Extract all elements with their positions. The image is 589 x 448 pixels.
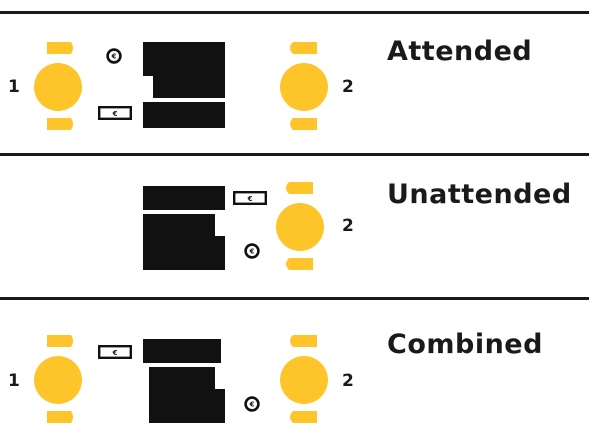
euro-banknote-icon: € (98, 345, 132, 359)
person-label-2: 2 (342, 216, 354, 236)
section-title-combined: Combined (387, 329, 543, 360)
coin-symbol: € (111, 53, 117, 61)
person-label-1: 1 (8, 77, 20, 97)
checkout-desk (143, 186, 225, 270)
divider-bottom (0, 297, 589, 300)
note-symbol: € (112, 349, 118, 357)
person-label-1: 1 (8, 371, 20, 391)
note-symbol: € (247, 195, 253, 203)
divider-middle (0, 153, 589, 156)
divider-top (0, 11, 589, 14)
euro-coin-icon: € (106, 48, 122, 64)
person-1-icon (34, 335, 82, 423)
euro-coin-icon: € (244, 396, 260, 412)
euro-coin-icon: € (244, 243, 260, 259)
person-label-2: 2 (342, 77, 354, 97)
person-1-icon (34, 42, 82, 130)
person-2-icon (280, 42, 328, 130)
coin-symbol: € (249, 248, 255, 256)
section-title-attended: Attended (387, 36, 533, 67)
section-title-unattended: Unattended (387, 179, 572, 210)
note-symbol: € (112, 110, 118, 118)
coin-symbol: € (249, 401, 255, 409)
checkout-desk (143, 42, 225, 128)
person-2-icon (280, 335, 328, 423)
person-2-icon (276, 182, 324, 270)
euro-banknote-icon: € (98, 106, 132, 120)
euro-banknote-icon: € (233, 191, 267, 205)
person-label-2: 2 (342, 371, 354, 391)
checkout-desk (143, 339, 225, 423)
